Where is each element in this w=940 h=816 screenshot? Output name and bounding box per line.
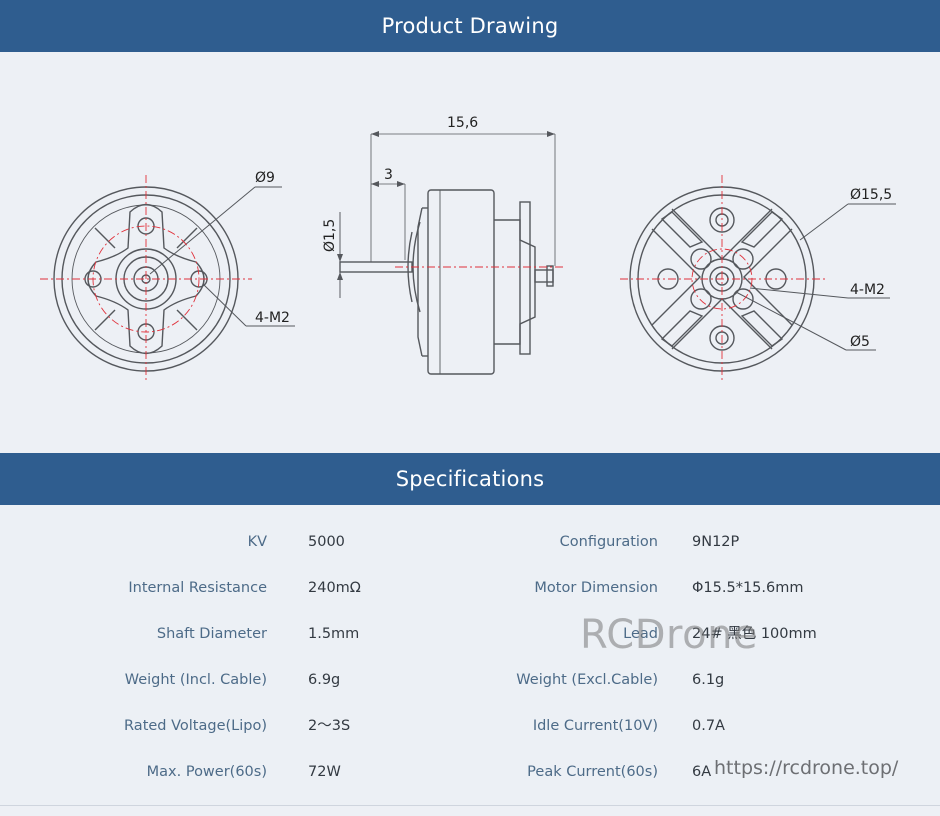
spec-value: 2～3S <box>308 718 351 734</box>
specifications-header: Specifications <box>0 453 940 505</box>
spec-label: Peak Current(60s) <box>527 764 658 780</box>
spec-value: 0.7A <box>692 718 725 734</box>
side-view-shaft-diameter-label: Ø1,5 <box>322 219 338 252</box>
spec-row: Rated Voltage(Lipo) 2～3S Idle Current(10… <box>0 714 940 738</box>
site-url-watermark: https://rcdrone.top/ <box>714 757 899 779</box>
spec-label: Rated Voltage(Lipo) <box>124 718 267 734</box>
spec-value: 1.5mm <box>308 626 360 642</box>
spec-label: Internal Resistance <box>128 580 267 596</box>
spec-label: Lead <box>623 626 658 642</box>
spec-value: 24# 黑色 100mm <box>692 626 817 642</box>
brand-watermark: RCDrone <box>580 612 759 658</box>
left-view-centerlines <box>40 175 252 383</box>
spec-label: Max. Power(60s) <box>146 764 267 780</box>
spec-row: Weight (Incl. Cable) 6.9g Weight (Excl.C… <box>0 668 940 692</box>
spec-label: Configuration <box>559 534 658 550</box>
spec-value: 6A <box>692 764 712 780</box>
spec-label: Shaft Diameter <box>156 626 267 642</box>
spec-label: Idle Current(10V) <box>532 718 658 734</box>
spec-value: 5000 <box>308 534 345 550</box>
bottom-divider <box>0 805 940 806</box>
specifications-title: Specifications <box>395 467 545 491</box>
spec-value: 72W <box>308 764 341 780</box>
spec-row: KV 5000 Configuration 9N12P <box>0 530 940 554</box>
right-view-inner-diameter-label: Ø5 <box>850 334 870 350</box>
side-view-arrows <box>337 131 555 280</box>
spec-label: KV <box>247 534 267 550</box>
left-view-screw-label: 4-M2 <box>255 310 290 326</box>
spec-value: 6.1g <box>692 672 725 688</box>
product-drawing-title: Product Drawing <box>381 14 559 38</box>
right-view-screw-label: 4-M2 <box>850 282 885 298</box>
product-drawing: Ø9 4-M2 <box>0 52 940 453</box>
spec-value: 6.9g <box>308 672 341 688</box>
side-view <box>339 133 556 375</box>
spec-row: Shaft Diameter 1.5mm Lead 24# 黑色 100mm <box>0 622 940 646</box>
spec-value: 9N12P <box>692 534 740 550</box>
spec-row: Max. Power(60s) 72W Peak Current(60s) 6A <box>0 760 940 784</box>
side-view-shaft-length-label: 3 <box>384 167 393 183</box>
technical-drawing: Ø9 4-M2 <box>40 115 896 383</box>
right-view-diameter-label: Ø15,5 <box>850 187 892 203</box>
product-drawing-header: Product Drawing <box>0 0 940 52</box>
spec-row: Internal Resistance 240mΩ Motor Dimensio… <box>0 576 940 600</box>
right-view-centerlines <box>620 175 826 383</box>
specifications-table: KV 5000 Configuration 9N12P Internal Res… <box>0 505 940 805</box>
left-view-diameter-label: Ø9 <box>255 170 275 186</box>
spec-value: 240mΩ <box>308 580 361 596</box>
spec-label: Motor Dimension <box>534 580 658 596</box>
spec-value: Φ15.5*15.6mm <box>692 580 804 596</box>
side-view-length-label: 15,6 <box>447 115 478 131</box>
spec-label: Weight (Incl. Cable) <box>124 672 267 688</box>
spec-label: Weight (Excl.Cable) <box>516 672 658 688</box>
